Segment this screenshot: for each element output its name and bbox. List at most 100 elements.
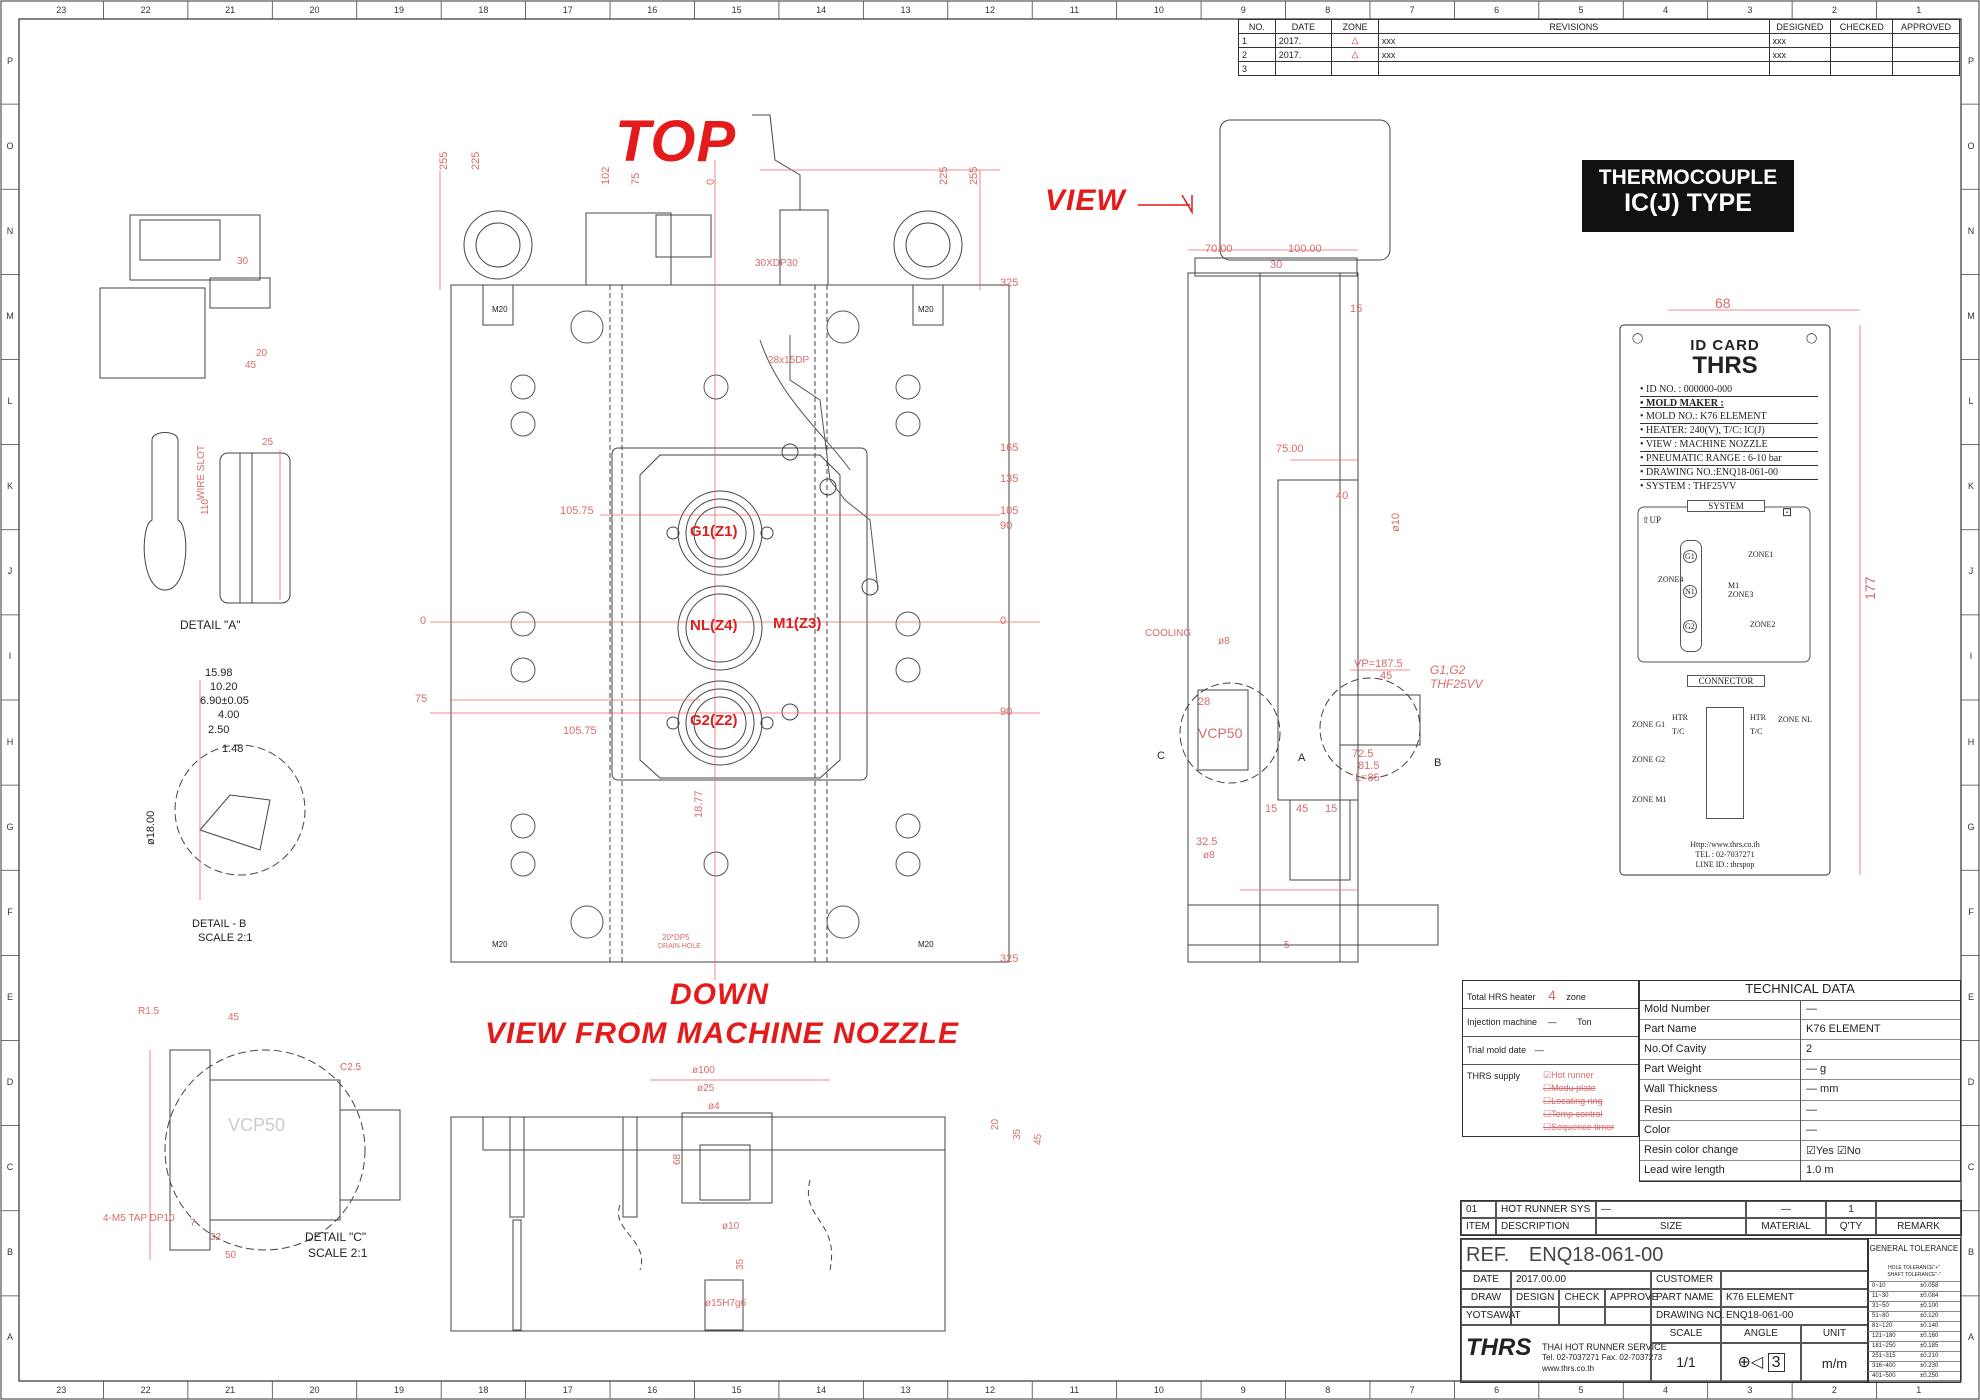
tolerance-row: 401~500±0.250 — [1868, 1371, 1960, 1382]
zone-letter: K — [1967, 481, 1974, 492]
rev-no: 3 — [1238, 61, 1276, 76]
scale-label: SCALE — [1651, 1325, 1721, 1343]
unit-label: UNIT — [1801, 1325, 1868, 1343]
drawing-no-label: DRAWING NO. — [1651, 1307, 1725, 1325]
dim-text: L=85 — [1355, 772, 1380, 784]
thermocouple-line-2: IC(J) TYPE — [1624, 189, 1752, 217]
hrs-total-row: Total HRS heater 4 zone — [1463, 981, 1638, 1009]
zone-letter: M — [1967, 310, 1975, 321]
technical-key: Color — [1644, 1123, 1671, 1136]
dim-text: 30 — [1270, 259, 1283, 271]
technical-key: No.Of Cavity — [1644, 1043, 1707, 1056]
connector-tc: T/C — [1750, 727, 1763, 736]
zone-number: 16 — [647, 5, 658, 15]
dim-text: 35 — [735, 1258, 746, 1270]
hrs-supply-label: THRS supply — [1467, 1071, 1521, 1081]
hrs-total-unit: zone — [1566, 992, 1586, 1002]
bom-qty: 1 — [1826, 1201, 1876, 1218]
zone-number: 6 — [1494, 1385, 1500, 1395]
revision-row: 3 — [1238, 61, 1960, 76]
thf-label: THF25VV — [1430, 677, 1483, 691]
zone-number: 19 — [393, 1385, 404, 1395]
thrs-logo: THRS — [1466, 1334, 1532, 1361]
dim-text: 20 — [990, 1118, 1001, 1130]
zone-letter: O — [6, 140, 14, 151]
technical-key: Resin color change — [1644, 1143, 1739, 1156]
tolerance-row: 81~120±0.140 — [1868, 1321, 1960, 1332]
dim-text: 81.5 — [1358, 760, 1380, 772]
tolerance-row: 0~10±0.058 — [1868, 1281, 1960, 1292]
bom-header-remark: REMARK — [1876, 1218, 1961, 1235]
dim-text: ø8 — [1218, 636, 1230, 647]
ref-value: ENQ18-061-00 — [1528, 1244, 1664, 1266]
zone-letter: C — [1967, 1162, 1975, 1173]
zone-letter: G — [6, 821, 14, 832]
tolerance-row: 121~180±0.160 — [1868, 1331, 1960, 1342]
dim-text: 4.00 — [218, 709, 240, 721]
connector-zone-nl: ZONE NL — [1778, 715, 1812, 724]
zone-number: 23 — [56, 1385, 67, 1395]
id-card-url: Http://www.thrs.co.th — [1690, 840, 1760, 849]
zone-number: 11 — [1069, 5, 1080, 15]
dim-text: 75 — [630, 172, 642, 185]
zone-number: 14 — [816, 1385, 827, 1395]
zone-letter: A — [1967, 1332, 1974, 1343]
zone-number: 6 — [1494, 5, 1500, 15]
zone-number: 7 — [1409, 1385, 1415, 1395]
zone-number: 9 — [1240, 5, 1246, 15]
technical-value: 2 — [1806, 1043, 1813, 1056]
system-zone3: ZONE3 — [1728, 590, 1754, 599]
dim-text: 45 — [245, 360, 257, 371]
zone-number: 2 — [1831, 1385, 1837, 1395]
zone-number: 9 — [1240, 1385, 1246, 1395]
connector-tc: T/C — [1672, 727, 1685, 736]
scale-value: 1/1 — [1651, 1343, 1721, 1382]
dim-text: ø8 — [1203, 850, 1215, 861]
zone-letter: G — [1967, 821, 1975, 832]
dim-text: 325 — [1000, 277, 1019, 289]
cooling-label: COOLING — [1145, 628, 1192, 639]
zone-number: 13 — [900, 5, 911, 15]
date-label: DATE — [1461, 1271, 1511, 1289]
dim-text: 135 — [1000, 473, 1019, 485]
zone-number: 7 — [1409, 5, 1415, 15]
technical-value: ☑Yes ☑No — [1806, 1144, 1861, 1157]
system-node-g2: G2 — [1683, 620, 1697, 633]
m20-label: M20 — [918, 940, 934, 949]
dim-text: ø10 — [722, 1221, 740, 1232]
zone-number: 8 — [1325, 1385, 1331, 1395]
hrs-inj-unit: Ton — [1577, 1017, 1592, 1027]
id-card-width-dim: 68 — [1715, 295, 1731, 311]
dp5-label: 20*DP5 — [662, 933, 690, 942]
bom-header-item: ITEM — [1461, 1218, 1496, 1235]
tolerance-value: ±0.210 — [1920, 1353, 1939, 1359]
zone-number: 22 — [140, 1385, 151, 1395]
dim-text: 0 — [420, 615, 427, 627]
dim-text: 30 — [237, 256, 249, 267]
zone-number: 20 — [309, 5, 320, 15]
m20-label: M20 — [492, 305, 508, 314]
detail-c-scale: SCALE 2:1 — [308, 1246, 368, 1260]
technical-value: — g — [1806, 1063, 1827, 1076]
supply-item: ☑Hot runner — [1543, 1070, 1594, 1080]
hrs-trial-row: Trial mold date — — [1463, 1037, 1638, 1065]
supply-item: ☐Modu plate — [1543, 1083, 1596, 1093]
tolerance-value: ±0.140 — [1920, 1323, 1939, 1329]
technical-value: 1.0 m — [1806, 1163, 1834, 1176]
zone-letter: P — [6, 55, 13, 66]
zone-letter: J — [7, 566, 13, 577]
zone-letter: C — [6, 1162, 14, 1173]
zone-number: 3 — [1747, 5, 1753, 15]
dim-text: 0 — [705, 178, 717, 185]
zone-letter: E — [1967, 991, 1974, 1002]
warning-triangle-icon: △ — [1351, 49, 1359, 59]
zone-letter: A — [6, 1332, 13, 1343]
connector-zone-g1: ZONE G1 — [1632, 720, 1666, 729]
zone-letter: O — [1967, 140, 1975, 151]
angle-symbol: ⊕◁ 3 — [1721, 1343, 1801, 1382]
check-label: CHECK — [1559, 1289, 1605, 1307]
